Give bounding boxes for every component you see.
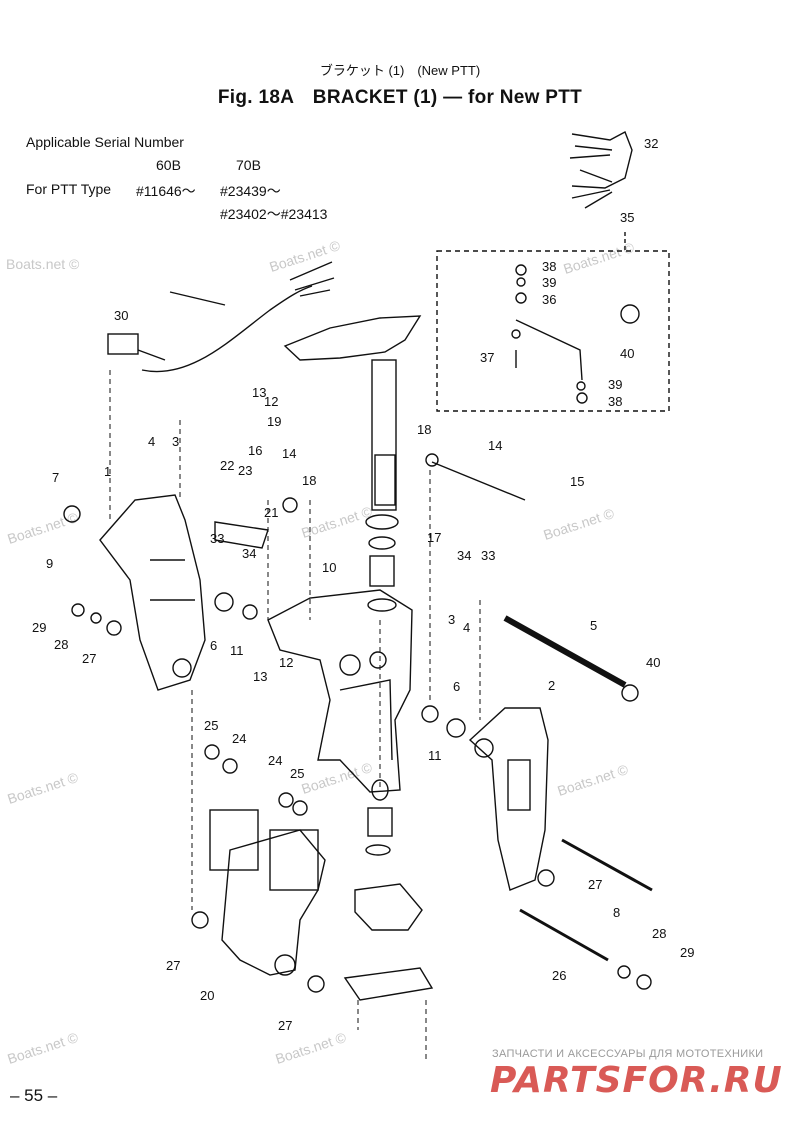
part-number: 7 — [52, 470, 59, 485]
part-number: 39 — [542, 275, 556, 290]
part-number: 28 — [54, 637, 68, 652]
part-number: 34 — [242, 546, 256, 561]
part-number: 14 — [488, 438, 502, 453]
part-number: 22 — [220, 458, 234, 473]
part-number: 11 — [230, 643, 244, 658]
part-number: 13 — [252, 385, 266, 400]
part-number: 40 — [646, 655, 660, 670]
part-number: 10 — [322, 560, 336, 575]
part-number: 40 — [620, 346, 634, 361]
part-number: 24 — [232, 731, 246, 746]
clamp-bracket-2 — [468, 707, 549, 891]
serial-col-70b: 70B — [236, 157, 261, 173]
part-number: 18 — [302, 473, 316, 488]
part-number: 20 — [200, 988, 214, 1003]
part-number: 26 — [552, 968, 566, 983]
tilt-tube-5 — [503, 615, 627, 688]
part-number: 34 — [457, 548, 471, 563]
cable-30 — [107, 261, 335, 373]
swivel-bracket-10 — [267, 589, 413, 793]
part-number: 4 — [463, 620, 470, 635]
ptt-unit-20 — [209, 809, 326, 976]
serial-col-60b: 60B — [156, 157, 181, 173]
part-number: 11 — [428, 748, 442, 763]
part-number: 17 — [427, 530, 441, 545]
part-number: 37 — [480, 350, 494, 365]
part-number: 6 — [210, 638, 217, 653]
figure-title: Fig. 18A BRACKET (1) — for New PTT — [217, 87, 583, 108]
part-number: 19 — [267, 414, 281, 429]
shop-logo: PARTSFOR.RU — [490, 1060, 783, 1101]
part-number: 14 — [282, 446, 296, 461]
ptt-70b-value: #23439～ — [220, 183, 281, 199]
part-number: 27 — [588, 877, 602, 892]
part-number: 32 — [644, 136, 658, 151]
part-number: 33 — [210, 531, 224, 546]
part-number: 27 — [82, 651, 96, 666]
part-number: 39 — [608, 377, 622, 392]
pin-26 — [519, 908, 609, 962]
wire-harness-32 — [569, 131, 633, 209]
part-number: 16 — [248, 443, 262, 458]
steering-arm — [283, 315, 422, 511]
part-number: 23 — [238, 463, 252, 478]
part-number: 5 — [590, 618, 597, 633]
part-number: 6 — [453, 679, 460, 694]
watermark: Boats.net © — [6, 256, 80, 272]
part-number: 30 — [114, 308, 128, 323]
part-number: 21 — [264, 505, 278, 520]
part-number: 29 — [32, 620, 46, 635]
part-number: 4 — [148, 434, 155, 449]
plate — [343, 967, 434, 1001]
part-number: 12 — [264, 394, 278, 409]
part-number: 24 — [268, 753, 282, 768]
part-number: 38 — [608, 394, 622, 409]
part-number: 29 — [680, 945, 694, 960]
kit-35-outline — [436, 250, 670, 412]
part-number: 28 — [652, 926, 666, 941]
part-number: 8 — [613, 905, 620, 920]
clamp-bracket-1 — [99, 494, 206, 691]
part-number: 27 — [166, 958, 180, 973]
part-number: 33 — [481, 548, 495, 563]
ptt-60b-value: #11646～ — [136, 183, 196, 199]
part-number: 3 — [448, 612, 455, 627]
shaft-8 — [561, 838, 653, 892]
part-number: 3 — [172, 434, 179, 449]
part-number: 15 — [570, 474, 584, 489]
part-number: 2 — [548, 678, 555, 693]
part-number: 12 — [279, 655, 293, 670]
part-number: 9 — [46, 556, 53, 571]
ptt-70b-range: #23402～#23413 — [220, 206, 328, 222]
part-number: 1 — [104, 464, 111, 479]
page-number: – 55 – — [10, 1086, 58, 1105]
part-number: 18 — [417, 422, 431, 437]
ptt-type-label: For PTT Type — [26, 181, 112, 197]
shop-tagline: ЗАПЧАСТИ И АКСЕССУАРЫ ДЛЯ МОТОТЕХНИКИ — [492, 1048, 764, 1060]
part-number: 27 — [278, 1018, 292, 1033]
part-number: 25 — [290, 766, 304, 781]
part-number: 13 — [253, 669, 267, 684]
part-number: 25 — [204, 718, 218, 733]
part-number: 36 — [542, 292, 556, 307]
part-number: 35 — [620, 210, 634, 225]
bolt-14 — [431, 461, 526, 501]
japanese-title: ブラケット (1) (New PTT) — [319, 63, 481, 78]
serial-number-label: Applicable Serial Number — [26, 134, 184, 150]
part-number: 38 — [542, 259, 556, 274]
